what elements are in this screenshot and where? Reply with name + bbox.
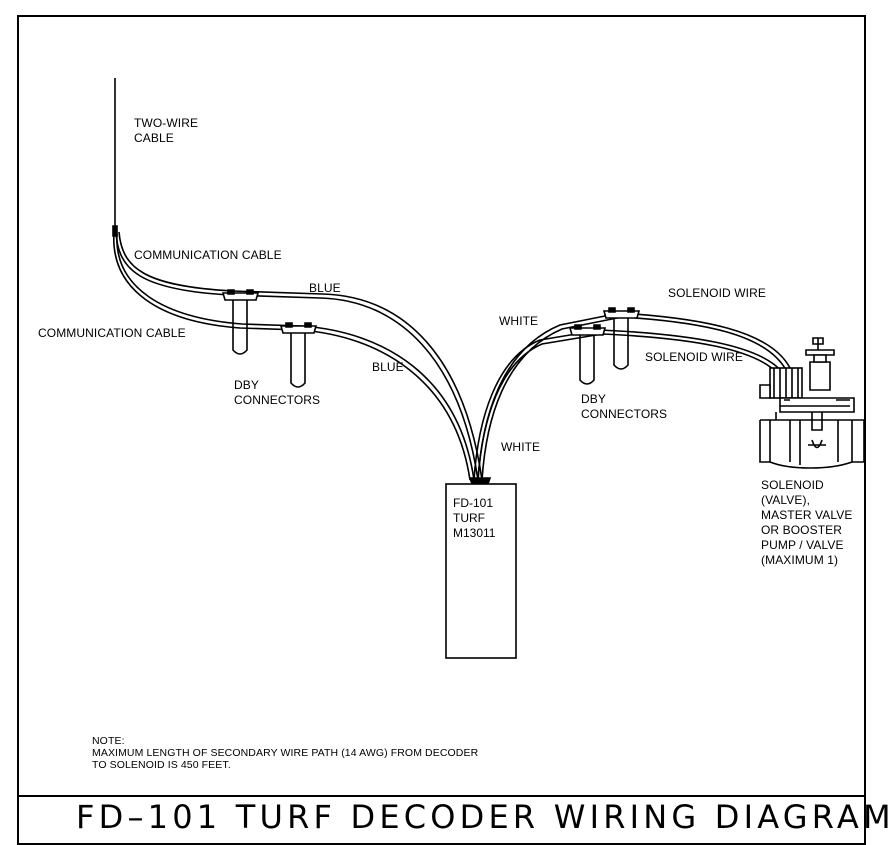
solenoid-wire-label-upper: SOLENOID WIRE [668, 286, 766, 300]
decoder-box [445, 483, 517, 659]
solenoid-valve [759, 337, 866, 469]
decoder-wire-bundle [468, 477, 492, 485]
dby-connectors-label-right: DBY CONNECTORS [581, 392, 668, 421]
dby-connector-left-1 [221, 289, 260, 355]
communication-cable-lower [113, 231, 471, 481]
blue-label-upper: BLUE [309, 281, 341, 295]
note-line-1: MAXIMUM LENGTH OF SECONDARY WIRE PATH (1… [92, 747, 479, 759]
communication-cable-upper-b [118, 231, 483, 481]
decoder-label: FD-101 TURF M13011 [453, 496, 496, 540]
white-wire-lower [473, 329, 783, 481]
wiring-diagram [112, 78, 866, 659]
title-bar [17, 795, 866, 837]
note-heading: NOTE: [92, 735, 125, 747]
solenoid-description: SOLENOID (VALVE), MASTER VALVE OR BOOSTE… [761, 478, 853, 567]
solenoid-wire-label-lower: SOLENOID WIRE [645, 350, 743, 364]
communication-cable-upper [115, 231, 479, 481]
dby-connector-right-2 [568, 324, 607, 385]
dby-connector-right-1 [602, 307, 641, 370]
blue-label-lower: BLUE [372, 360, 404, 374]
diagram-title: FD–101 TURF DECODER WIRING DIAGRAM [76, 798, 895, 836]
white-label-lower: WHITE [501, 440, 541, 454]
drawing-frame [17, 15, 866, 845]
communication-cable-label-lower: COMMUNICATION CABLE [38, 326, 186, 340]
communication-cable-lower-b [116, 233, 475, 481]
note-line-2: TO SOLENOID IS 450 FEET. [92, 759, 231, 771]
dby-connector-left-2 [279, 322, 318, 388]
white-label-upper: WHITE [499, 314, 539, 328]
white-wire-upper-b [481, 316, 787, 481]
two-wire-cable-label: TWO-WIRE CABLE [134, 116, 199, 145]
dby-connectors-label-left: DBY CONNECTORS [234, 378, 321, 407]
communication-cable-label-upper: COMMUNICATION CABLE [134, 248, 282, 262]
